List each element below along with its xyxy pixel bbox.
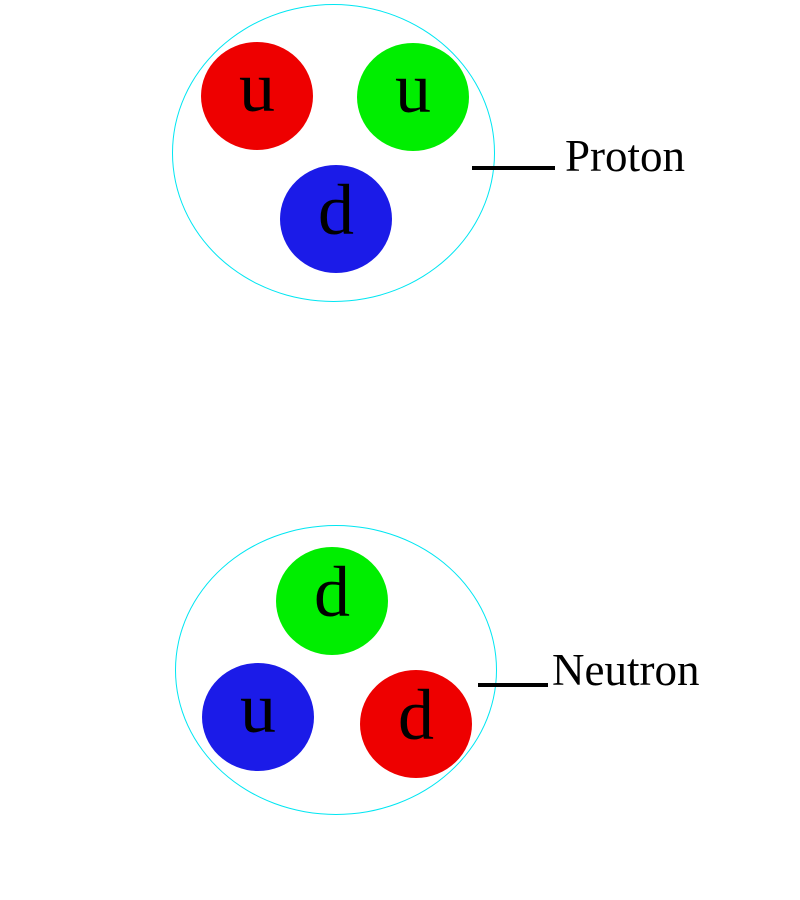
neutron-quark-down-green-label: d [314, 552, 350, 632]
proton-quark-up-red: u [201, 42, 313, 150]
neutron-quark-down-green: d [276, 547, 388, 655]
proton-quark-up-green-label: u [395, 48, 431, 128]
neutron-outline-circle [175, 525, 497, 815]
neutron-quark-up-blue: u [202, 663, 314, 771]
proton-quark-up-red-label: u [239, 47, 275, 127]
proton-outline-circle [172, 4, 495, 302]
proton-quark-down-blue-label: d [318, 170, 354, 250]
proton-pointer-line [472, 166, 555, 170]
neutron-quark-down-red: d [360, 670, 472, 778]
neutron-label: Neutron [552, 645, 700, 695]
neutron-quark-up-blue-label: u [240, 668, 276, 748]
proton-label: Proton [565, 131, 686, 181]
neutron-pointer-line [478, 683, 548, 687]
proton-quark-up-green: u [357, 43, 469, 151]
neutron-quark-down-red-label: d [398, 675, 434, 755]
proton-quark-down-blue: d [280, 165, 392, 273]
